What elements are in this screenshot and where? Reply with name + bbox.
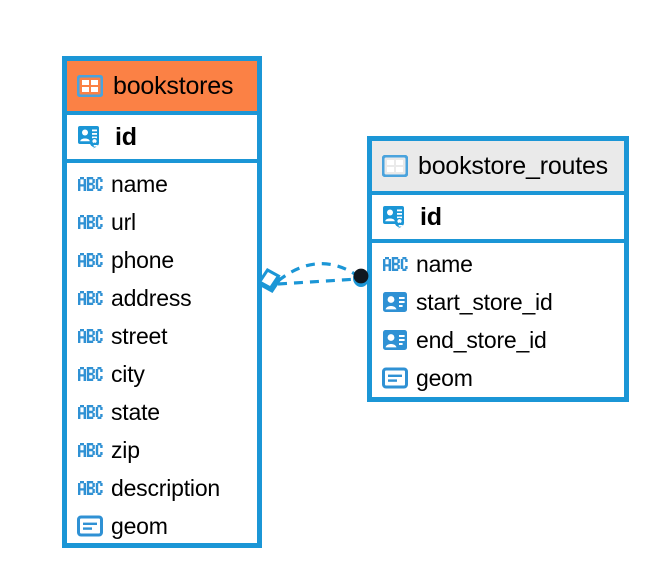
primary-key-row-bookstore-routes[interactable]: id [372, 195, 624, 243]
table-icon [382, 155, 408, 177]
field-row-name[interactable]: name [372, 245, 624, 283]
diamond-marker [258, 268, 283, 293]
abc-text-icon [77, 252, 103, 268]
field-label: name [416, 250, 473, 277]
field-row-city[interactable]: city [67, 355, 257, 393]
field-label: city [111, 360, 145, 387]
entity-header-bookstore-routes[interactable]: bookstore_routes [372, 141, 624, 195]
abc-text-icon [77, 214, 103, 230]
primary-key-icon [382, 203, 410, 231]
abc-text-icon [382, 256, 408, 272]
field-row-url[interactable]: url [67, 203, 257, 241]
relationship-connector [258, 262, 369, 293]
relationship-line-arc [277, 262, 359, 283]
field-label: start_store_id [416, 288, 553, 315]
field-row-geom[interactable]: geom [67, 507, 257, 545]
field-label: name [111, 170, 168, 197]
field-label: state [111, 398, 160, 425]
field-row-geom[interactable]: geom [372, 359, 624, 397]
geometry-icon [77, 515, 103, 537]
field-row-end-store-id[interactable]: end_store_id [372, 321, 624, 359]
field-list-bookstore-routes: name start_store_id [372, 243, 624, 397]
field-row-address[interactable]: address [67, 279, 257, 317]
entity-title-bookstores: bookstores [113, 71, 234, 100]
field-row-street[interactable]: street [67, 317, 257, 355]
abc-text-icon [77, 442, 103, 458]
primary-key-row-bookstores[interactable]: id [67, 115, 257, 163]
field-label: end_store_id [416, 326, 547, 353]
geometry-icon [382, 367, 408, 389]
field-label: geom [111, 512, 168, 539]
primary-key-label-bookstore-routes: id [420, 202, 442, 231]
field-row-zip[interactable]: zip [67, 431, 257, 469]
foreign-key-icon [382, 328, 408, 352]
abc-text-icon [77, 366, 103, 382]
field-row-description[interactable]: description [67, 469, 257, 507]
entity-header-bookstores[interactable]: bookstores [67, 61, 257, 115]
field-label: url [111, 208, 136, 235]
field-row-phone[interactable]: phone [67, 241, 257, 279]
field-label: zip [111, 436, 140, 463]
relationship-line-straight [277, 277, 359, 286]
field-row-state[interactable]: state [67, 393, 257, 431]
field-list-bookstores: name url [67, 163, 257, 545]
abc-text-icon [77, 176, 103, 192]
field-row-name[interactable]: name [67, 165, 257, 203]
field-label: phone [111, 246, 174, 273]
abc-text-icon [77, 328, 103, 344]
primary-key-icon [77, 123, 105, 151]
primary-key-label-bookstores: id [115, 122, 137, 151]
entity-bookstores[interactable]: bookstores id [62, 56, 262, 548]
field-label: geom [416, 364, 473, 391]
field-label: street [111, 322, 168, 349]
table-icon [77, 75, 103, 97]
entity-bookstore-routes[interactable]: bookstore_routes id [367, 136, 629, 402]
foreign-key-icon [382, 290, 408, 314]
abc-text-icon [77, 480, 103, 496]
entity-title-bookstore-routes: bookstore_routes [418, 151, 608, 180]
abc-text-icon [77, 404, 103, 420]
field-label: description [111, 474, 221, 501]
field-label: address [111, 284, 192, 311]
abc-text-icon [77, 290, 103, 306]
field-row-start-store-id[interactable]: start_store_id [372, 283, 624, 321]
